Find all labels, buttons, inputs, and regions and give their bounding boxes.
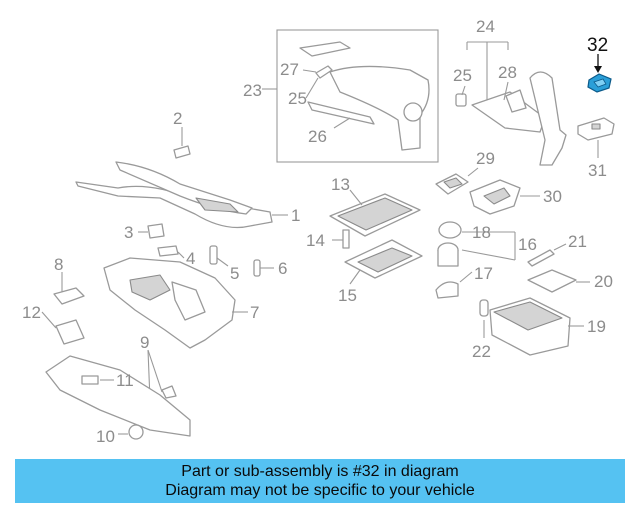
- switch-panel-group: [435, 167, 540, 215]
- console-trim: [75, 161, 288, 229]
- armrest-hinge-arm: [529, 71, 567, 166]
- cup-holders: [435, 221, 516, 299]
- clip-31: [577, 117, 615, 158]
- storage-bin-group: [479, 243, 590, 356]
- bracket-group: [455, 41, 567, 166]
- callout-28: 28: [498, 63, 517, 82]
- info-banner: Part or sub-assembly is #32 in diagram D…: [15, 459, 625, 503]
- callout-21: 21: [568, 232, 587, 251]
- callout-29: 29: [476, 149, 495, 168]
- armrest-body: [329, 65, 430, 151]
- callout-13: 13: [331, 175, 350, 194]
- callout-27: 27: [280, 60, 299, 79]
- callout-19: 19: [587, 317, 606, 336]
- callout-22: 22: [472, 342, 491, 361]
- callout-6: 6: [278, 259, 287, 278]
- callout-17: 17: [474, 264, 493, 283]
- side-panel: [45, 355, 191, 440]
- console-base: [103, 257, 248, 401]
- armrest-group: [262, 29, 439, 163]
- screw-2: [173, 127, 191, 159]
- bolt-25: [455, 93, 467, 107]
- armrest-lid-insert: [299, 41, 351, 57]
- callout-32: 32: [587, 35, 608, 56]
- callout-11: 11: [116, 371, 134, 390]
- small-clips: [138, 223, 274, 277]
- tray-group: [329, 189, 423, 285]
- callout-30: 30: [543, 187, 562, 206]
- armrest-hinge: [403, 102, 423, 122]
- callout-16: 16: [518, 235, 537, 254]
- callout-26: 26: [308, 127, 327, 146]
- callout-18: 18: [472, 223, 491, 242]
- callout-1: 1: [291, 206, 300, 225]
- callout-4: 4: [186, 249, 195, 268]
- callout-10: 10: [96, 427, 115, 446]
- armrest-strip: [307, 101, 375, 125]
- callout-8: 8: [54, 255, 63, 274]
- callout-23: 23: [243, 81, 262, 100]
- callout-12: 12: [22, 303, 41, 322]
- callout-3: 3: [124, 223, 133, 242]
- callout-15: 15: [338, 286, 357, 305]
- callout-2: 2: [173, 109, 182, 128]
- callout-5: 5: [230, 264, 239, 283]
- callout-14: 14: [306, 231, 325, 250]
- callout-9: 9: [140, 333, 149, 352]
- parts-diagram: 23 27 25 26 24 25 28 32 31 29 30 2 1 13 …: [22, 17, 615, 446]
- callout-7: 7: [250, 303, 259, 322]
- part-32-highlight: [587, 54, 612, 93]
- callout-25b: 25: [453, 66, 472, 85]
- banner-line-2: Diagram may not be specific to your vehi…: [165, 482, 475, 499]
- callout-20: 20: [594, 272, 613, 291]
- callout-31: 31: [588, 161, 607, 180]
- callout-25a: 25: [288, 89, 307, 108]
- side-brackets: [41, 272, 85, 345]
- banner-line-1: Part or sub-assembly is #32 in diagram: [181, 463, 459, 480]
- callout-24: 24: [476, 17, 495, 36]
